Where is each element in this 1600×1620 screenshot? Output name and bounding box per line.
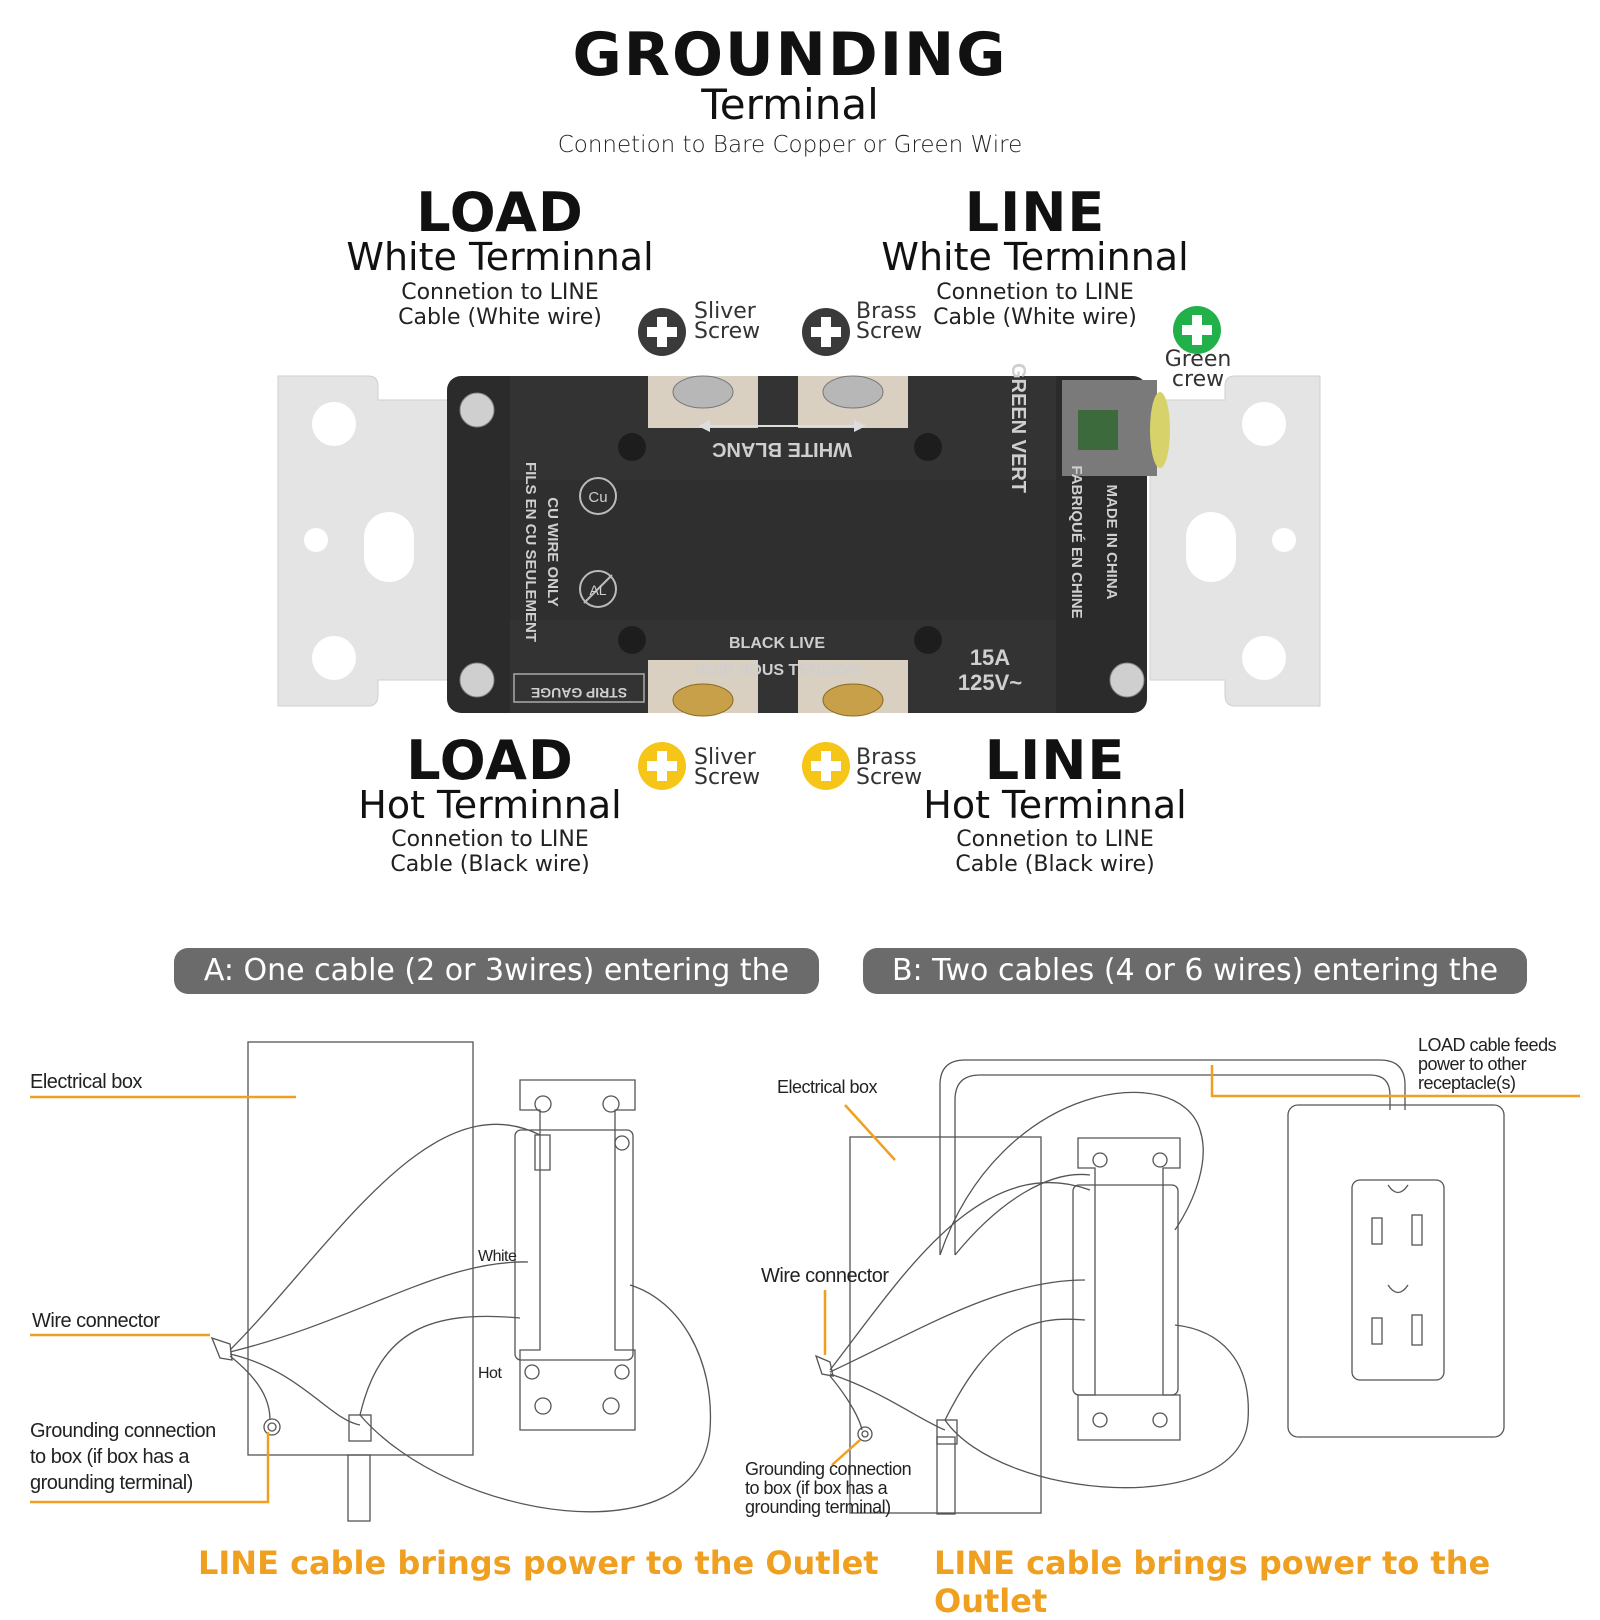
noir-text: NOIR SOUS TENSION	[694, 662, 859, 679]
b-electrical-box-label: Electrical box	[777, 1077, 878, 1097]
bottom-brass-screw-icon	[802, 742, 850, 790]
diagram-b-leaders	[823, 1065, 1580, 1466]
line-white-title: LINE	[964, 181, 1106, 244]
black-live-text: BLACK LIVE	[729, 635, 825, 652]
fils-text: FILS EN CU SEULEMENT	[522, 462, 539, 642]
b-wire-connector-label: Wire connector	[761, 1265, 889, 1287]
grounding-subtitle: Terminal	[701, 80, 879, 129]
wiring-diagram-a	[210, 1041, 712, 1522]
a-footer: LINE cable brings power to the Outlet	[198, 1544, 879, 1582]
a-white-label: White	[478, 1248, 517, 1265]
line-hot-subtitle: Hot Terminnal	[923, 783, 1187, 827]
line-white-caption-1: Connetion to LINE	[936, 280, 1134, 305]
load-white-caption-2: Cable (White wire)	[398, 305, 602, 330]
al-mark-text: AL	[589, 582, 606, 598]
b-footer: LINE cable brings power to the Outlet	[934, 1544, 1491, 1620]
wiring-diagram-b	[814, 1059, 1505, 1515]
white-blanc-text: WHITE BLANC	[712, 438, 852, 460]
top-silver-screw-icon	[638, 308, 686, 356]
diagram-a-leaders	[30, 1095, 296, 1504]
a-hot-label: Hot	[478, 1365, 502, 1382]
load-hot-caption-1: Connetion to LINE	[391, 827, 589, 852]
section-a-header: A: One cable (2 or 3wires) entering the …	[174, 948, 819, 1034]
load-white-title: LOAD	[416, 181, 584, 244]
rating-amp-text: 15A	[970, 645, 1010, 670]
strip-gauge-text: STRIP GAUGE	[531, 685, 627, 701]
cu-wire-text: CU WIRE ONLY	[544, 497, 561, 606]
green-vert-text: GREEN VERT	[1007, 363, 1029, 493]
line-white-subtitle: White Terminnal	[881, 235, 1189, 279]
fabrique-text: FABRIQUÉ EN CHINE	[1068, 465, 1085, 618]
load-white-caption-1: Connetion to LINE	[401, 280, 599, 305]
cu-mark-text: Cu	[588, 489, 607, 506]
made-in-text: MADE IN CHINA	[1103, 485, 1120, 600]
top-brass-screw-icon	[802, 308, 850, 356]
receptacle-body	[447, 375, 1170, 717]
load-white-subtitle: White Terminnal	[346, 235, 654, 279]
load-hot-title: LOAD	[406, 729, 574, 792]
load-hot-subtitle: Hot Terminnal	[358, 783, 622, 827]
grounding-title: GROUNDING	[572, 20, 1008, 90]
green-screw-icon	[1173, 306, 1221, 354]
line-hot-caption-2: Cable (Black wire)	[955, 852, 1155, 877]
a-electrical-box-label: Electrical box	[30, 1071, 142, 1093]
a-wire-connector-label: Wire connector	[32, 1310, 160, 1332]
grounding-caption: Connetion to Bare Copper or Green Wire	[557, 132, 1023, 158]
line-white-caption-2: Cable (White wire)	[933, 305, 1137, 330]
section-b-header: B: Two cables (4 or 6 wires) entering th…	[863, 948, 1527, 1034]
line-hot-caption-1: Connetion to LINE	[956, 827, 1154, 852]
load-hot-caption-2: Cable (Black wire)	[390, 852, 590, 877]
rating-volt-text: 125V~	[958, 670, 1022, 695]
line-hot-title: LINE	[984, 729, 1126, 792]
bottom-silver-screw-icon	[638, 742, 686, 790]
mounting-strap	[277, 375, 1321, 707]
